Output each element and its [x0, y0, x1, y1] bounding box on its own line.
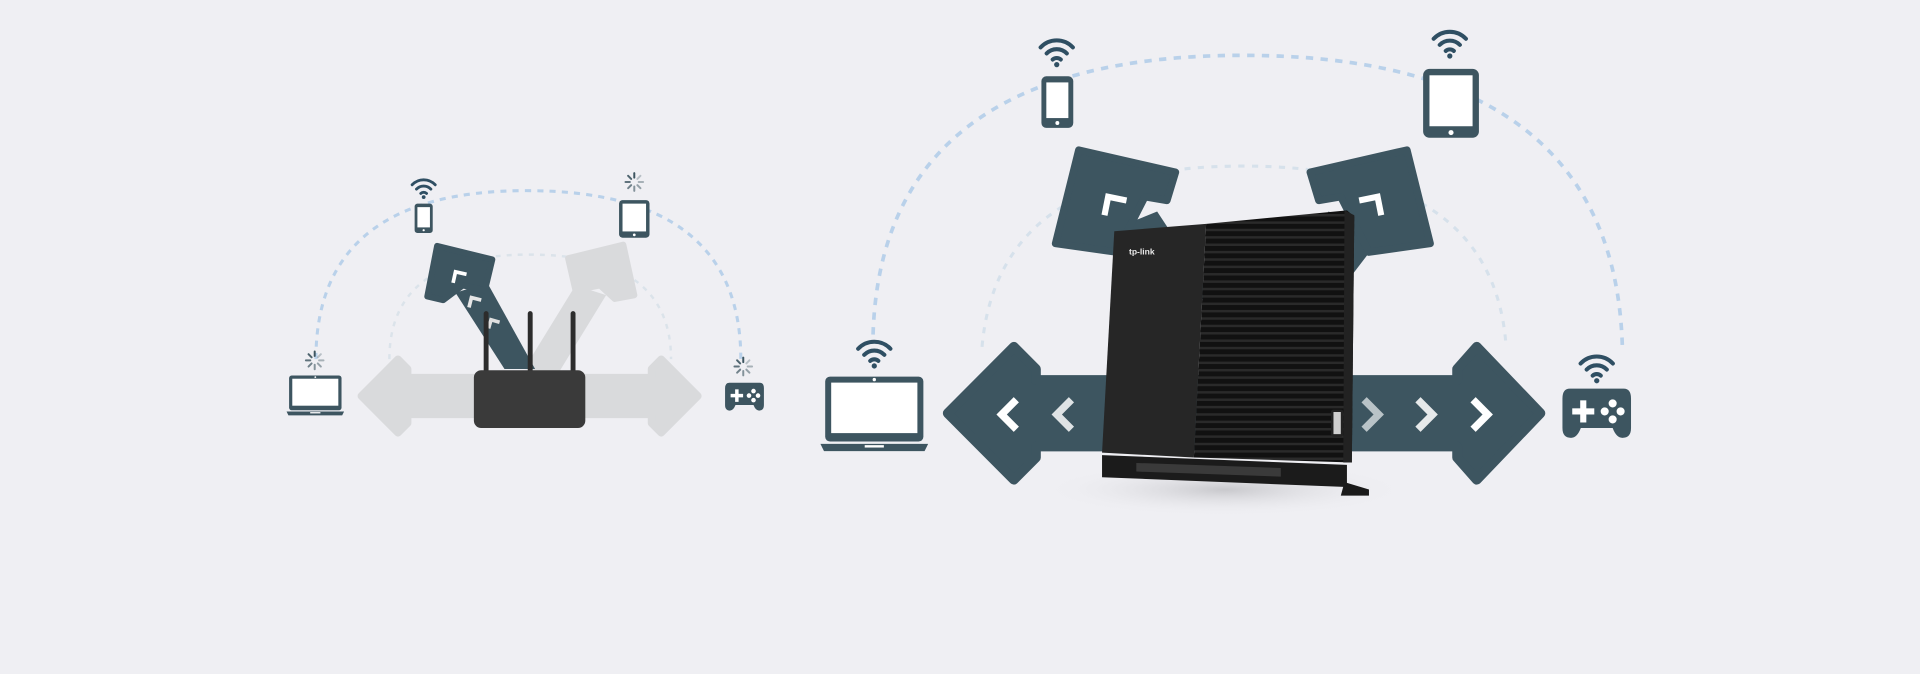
- signal-arc-outer: [314, 189, 743, 360]
- chevron-right-icon: [1415, 397, 1438, 432]
- router-body: [473, 370, 586, 429]
- signal-arc-inner: [388, 253, 673, 360]
- scene-before: [286, 172, 764, 437]
- signal-arc-inner: [980, 164, 1508, 347]
- dark-diagonal-arrow-shaft: [455, 282, 536, 369]
- antenna: [570, 311, 576, 376]
- chevron-left-icon: [996, 397, 1019, 432]
- chevron-icon: [1101, 193, 1128, 216]
- tablet-icon: [1423, 68, 1479, 138]
- usb-port: [1331, 409, 1344, 437]
- tp-link-logo: tp-link: [1129, 247, 1155, 257]
- router-foot: [1340, 482, 1369, 496]
- router-front-panel: [1102, 223, 1207, 458]
- laptop-icon: [820, 376, 929, 452]
- chevron-icon: [467, 295, 482, 308]
- chevron-icon: [1358, 193, 1385, 216]
- chevron-left-icon: [1051, 397, 1075, 432]
- phone-icon: [414, 203, 433, 233]
- led-strip: [1136, 462, 1281, 477]
- chevron-right-icon: [1470, 397, 1493, 432]
- gray-diagonal-arrow-head: [565, 241, 638, 302]
- tp-link-router: tp-link: [1102, 210, 1369, 496]
- gray-diagonal-arrow-shaft: [524, 285, 607, 376]
- antenna: [527, 311, 533, 376]
- router-vent-panel: [1193, 210, 1355, 463]
- small-router: [473, 311, 586, 429]
- laptop-icon: [286, 375, 345, 416]
- tablet-icon: [619, 200, 650, 238]
- antenna: [483, 311, 489, 376]
- chevron-icon: [486, 317, 501, 329]
- phone-icon: [1041, 76, 1074, 128]
- chevron-icon: [451, 269, 467, 284]
- scene-after: tp-link: [820, 32, 1632, 517]
- chevron-right-icon: [1361, 397, 1384, 432]
- router-side: [1343, 210, 1355, 463]
